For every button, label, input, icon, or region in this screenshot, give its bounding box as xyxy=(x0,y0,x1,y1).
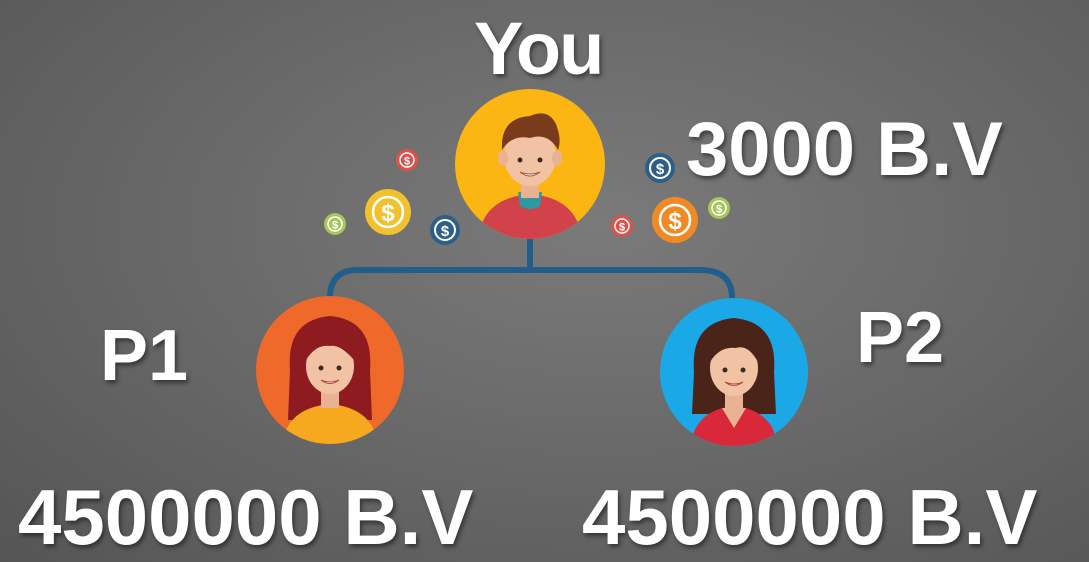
p2-avatar xyxy=(660,298,808,446)
dollar-coin-icon: $ xyxy=(396,149,418,171)
svg-text:$: $ xyxy=(619,222,625,234)
dollar-coin-icon: $ xyxy=(652,197,698,243)
p1-avatar xyxy=(256,296,404,444)
svg-text:$: $ xyxy=(441,223,450,240)
dollar-coin-icon: $ xyxy=(645,153,675,183)
p2-bv-value: 4500000 B.V xyxy=(582,473,1038,561)
dollar-coin-icon: $ xyxy=(324,213,346,235)
p1-bv-value: 4500000 B.V xyxy=(18,473,474,561)
root-bv-value: 3000 B.V xyxy=(686,107,1003,192)
root-label: You xyxy=(474,7,604,90)
dollar-coin-icon: $ xyxy=(611,215,633,237)
svg-text:$: $ xyxy=(668,208,682,235)
svg-text:$: $ xyxy=(404,156,410,168)
dollar-coin-icon: $ xyxy=(430,215,460,245)
dollar-coin-icon: $ xyxy=(708,197,730,219)
p2-label: P2 xyxy=(856,298,945,378)
svg-text:$: $ xyxy=(656,161,665,178)
root-avatar xyxy=(455,89,605,239)
svg-text:$: $ xyxy=(332,220,338,232)
svg-text:$: $ xyxy=(716,204,722,216)
dollar-coin-icon: $ xyxy=(365,189,411,235)
dollar-coin-icon-group: $ $ $ $ $ $ $ $ xyxy=(324,149,730,245)
svg-text:$: $ xyxy=(381,200,395,227)
p1-label: P1 xyxy=(100,316,189,396)
